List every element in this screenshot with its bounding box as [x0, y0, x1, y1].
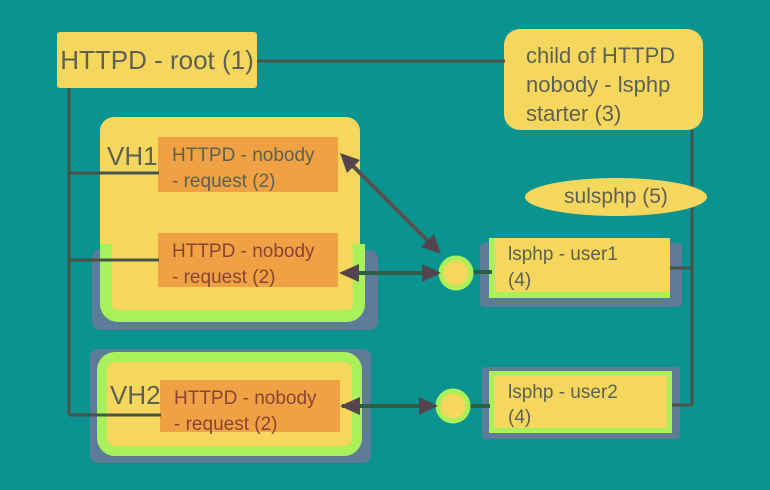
socket-circle-1 — [438, 255, 474, 291]
arrowhead-row2-right — [419, 397, 438, 415]
vh1-request-2-line-1: HTTPD - nobody — [172, 241, 315, 262]
httpd-root-box: HTTPD - root (1) — [57, 32, 257, 88]
vh1-label: VH1 — [107, 141, 158, 171]
vh1-request-1-line-1: HTTPD - nobody — [172, 145, 315, 166]
arrowhead-row1-right — [422, 264, 441, 282]
lsphp-user2-line-1: lsphp - user2 — [508, 382, 618, 403]
vh2-request-1-line-1: HTTPD - nobody — [174, 388, 317, 409]
vh1-request-2-line-2: - request (2) — [172, 267, 276, 288]
lsphp-user2-box: lsphp - user2 (4) — [489, 371, 672, 433]
lsphp-starter-line-3: starter (3) — [526, 101, 622, 126]
vh1-request-box-1: HTTPD - nobody - request (2) — [158, 137, 338, 192]
vh1-request-1-line-2: - request (2) — [172, 171, 276, 192]
vh2-request-box-1: HTTPD - nobody - request (2) — [160, 380, 340, 435]
lsphp-starter-line-2: nobody - lsphp — [526, 72, 671, 97]
socket-circle-2 — [435, 388, 471, 424]
lsphp-starter-line-1: child of HTTPD — [526, 43, 676, 68]
sulsphp-ellipse: sulsphp (5) — [525, 178, 707, 216]
arrowhead-diagonal-down — [421, 234, 441, 254]
vh1-suexec-frame — [100, 244, 365, 322]
lsphp-user2-line-2: (4) — [508, 407, 532, 428]
lsphp-user1-line-1: lsphp - user1 — [508, 244, 618, 265]
lsphp-user1-box: lsphp - user1 (4) — [489, 238, 670, 298]
vh2-request-1-line-2: - request (2) — [174, 414, 278, 435]
lsphp-starter-box: child of HTTPD nobody - lsphp starter (3… — [504, 29, 703, 130]
vh2-label: VH2 — [110, 380, 161, 410]
lsphp-user1-line-2: (4) — [508, 270, 532, 291]
vh1-request-box-2: HTTPD - nobody - request (2) — [158, 233, 338, 288]
